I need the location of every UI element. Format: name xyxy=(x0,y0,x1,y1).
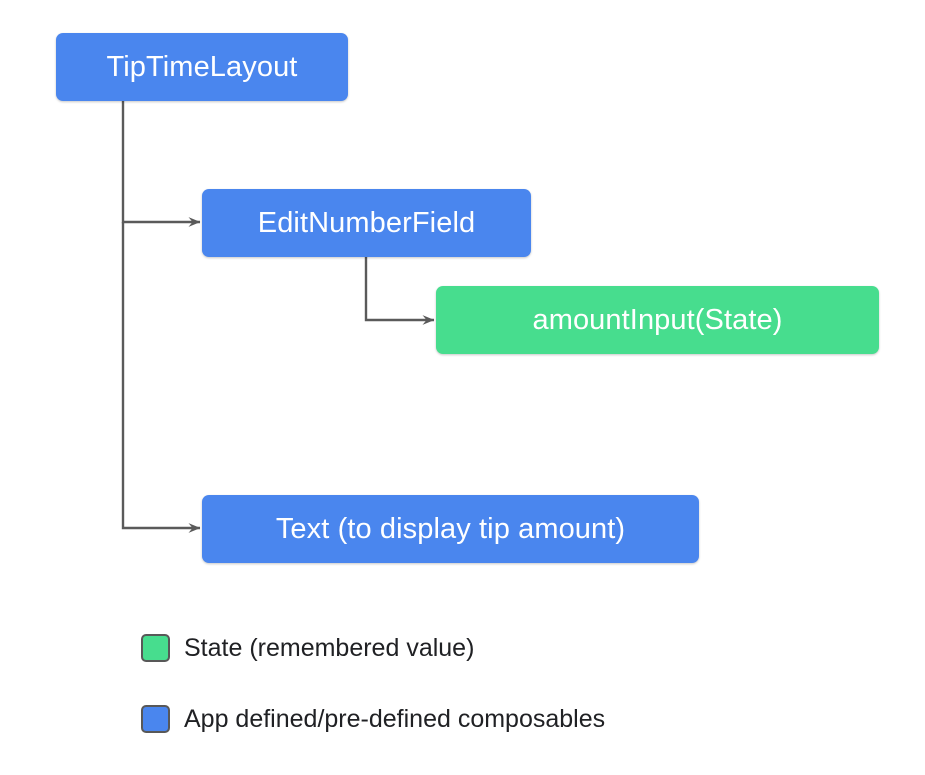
node-amountinput[interactable]: amountInput(State) xyxy=(436,286,879,354)
edge-editnumberfield-amountinput xyxy=(364,257,435,325)
node-tiptimelayout-label: TipTimeLayout xyxy=(106,50,298,83)
legend-label-state: State (remembered value) xyxy=(184,633,475,662)
legend-swatch-state-icon xyxy=(141,634,170,662)
legend-item-composable: App defined/pre-defined composables xyxy=(141,699,741,739)
node-text-tip[interactable]: Text (to display tip amount) xyxy=(202,495,699,563)
node-text-tip-label: Text (to display tip amount) xyxy=(275,512,626,545)
node-editnumberfield[interactable]: EditNumberField xyxy=(202,189,531,257)
legend-label-composable: App defined/pre-defined composables xyxy=(184,704,606,733)
edge-tiptimelayout-editnumberfield xyxy=(121,101,201,227)
edge-tiptimelayout-text xyxy=(121,222,201,533)
node-tiptimelayout[interactable]: TipTimeLayout xyxy=(56,33,348,101)
legend-swatch-composable-icon xyxy=(141,705,170,733)
node-editnumberfield-label: EditNumberField xyxy=(257,206,476,239)
legend: State (remembered value) App defined/pre… xyxy=(141,628,741,770)
legend-item-state: State (remembered value) xyxy=(141,628,741,668)
node-amountinput-label: amountInput(State) xyxy=(532,303,783,336)
